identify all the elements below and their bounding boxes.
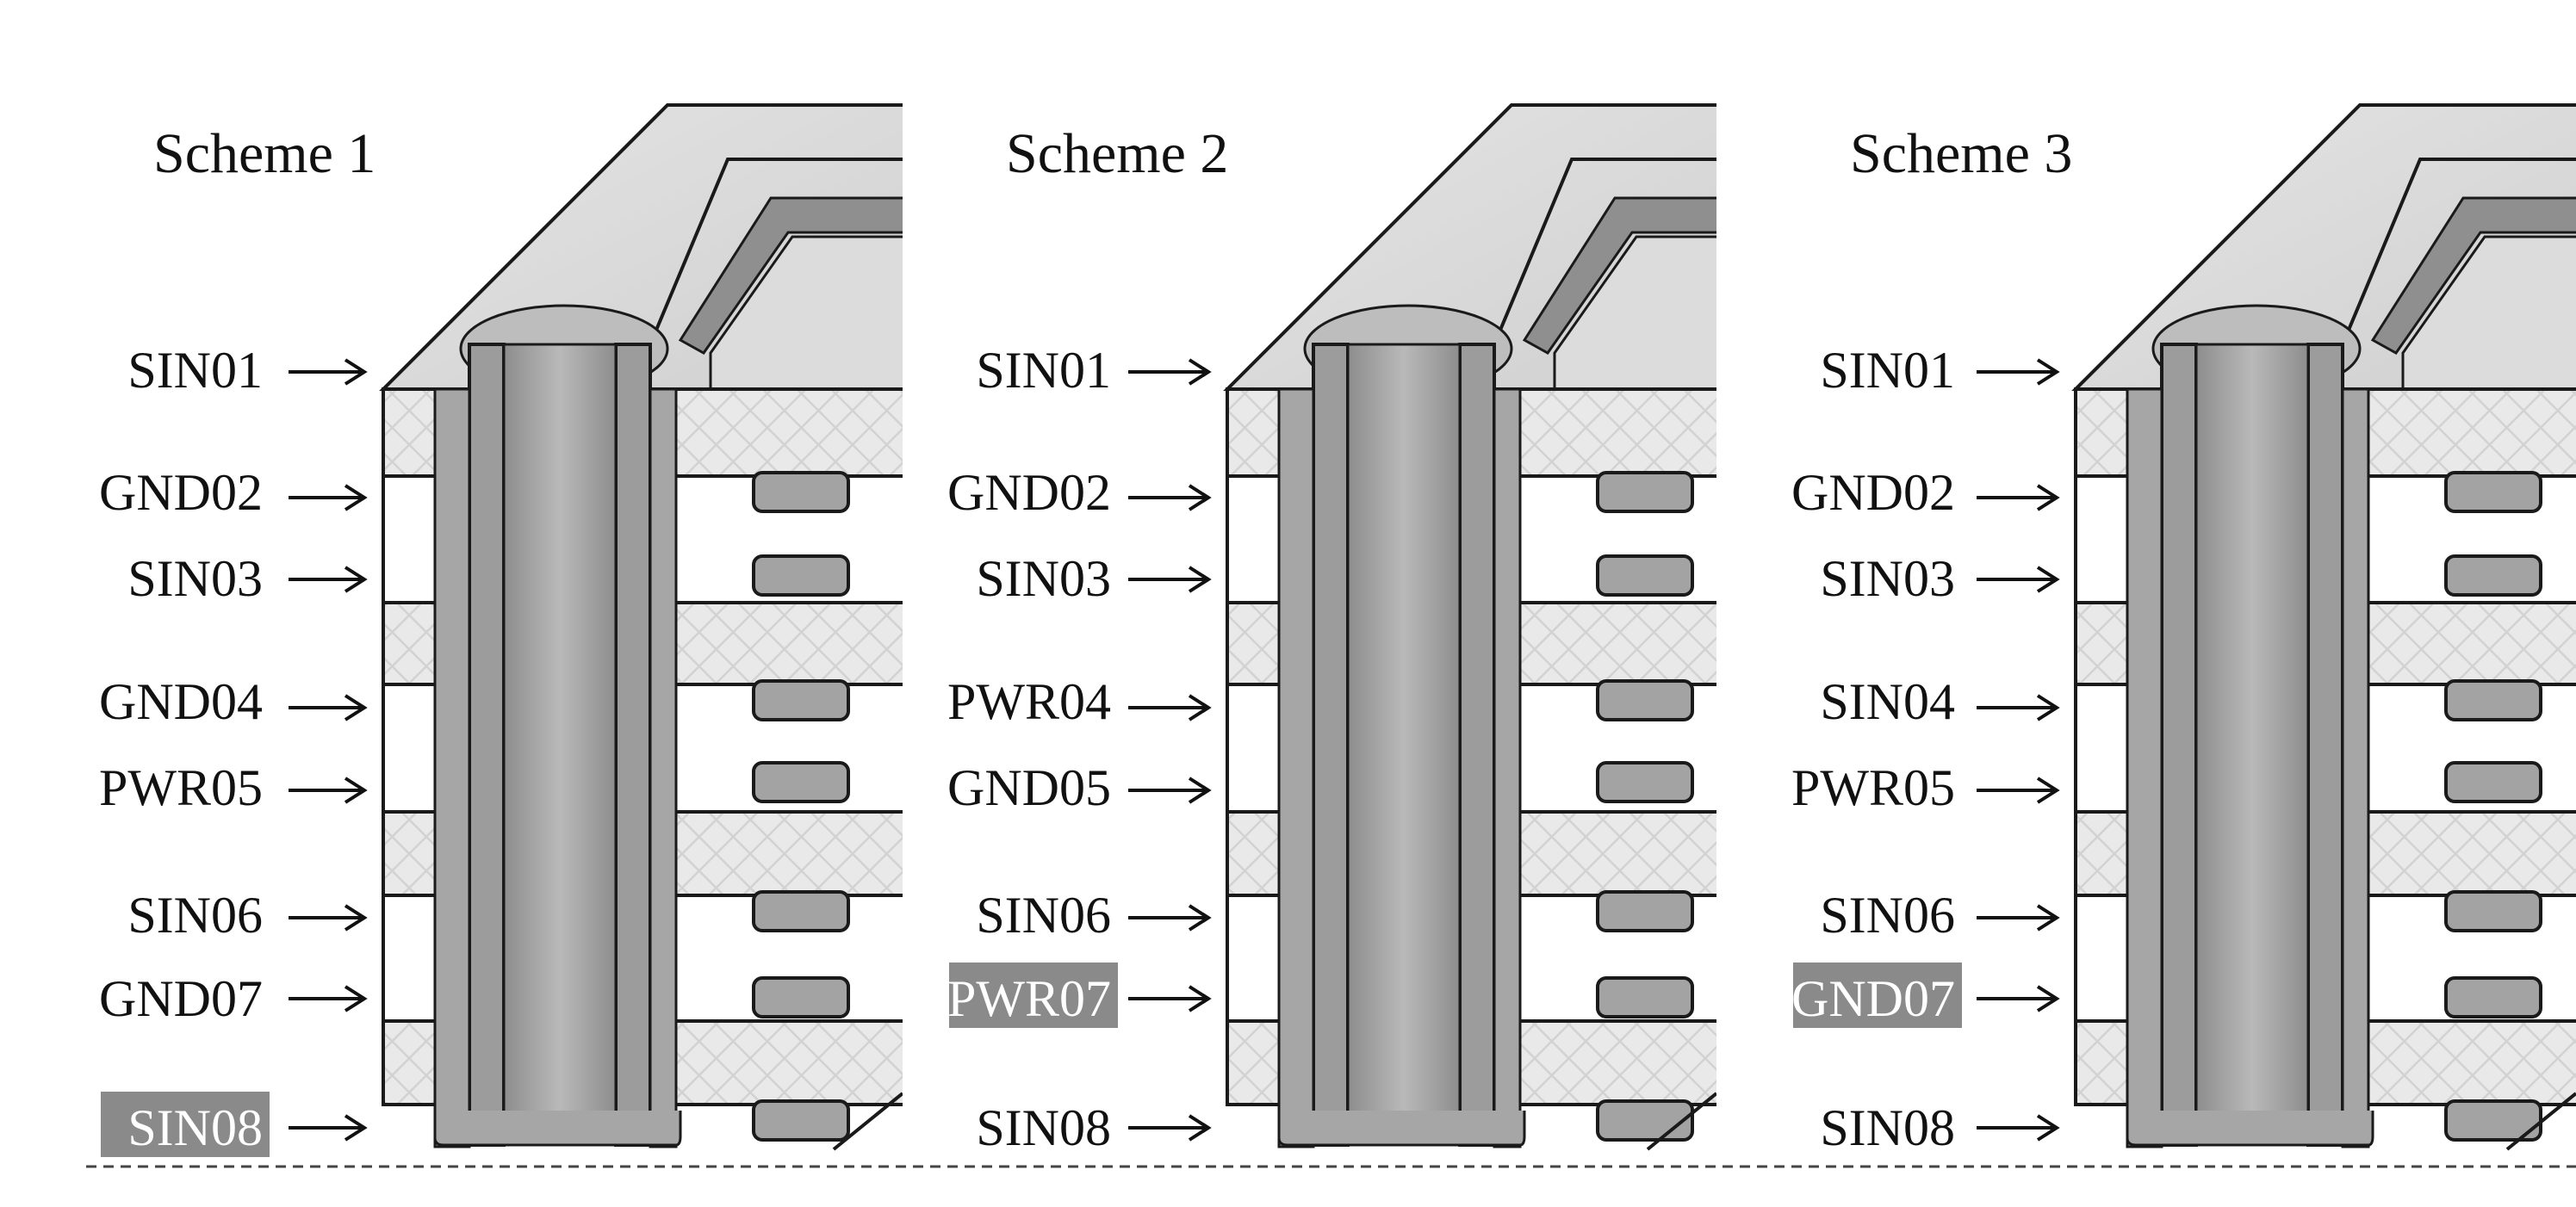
scheme-title: Scheme 2	[1006, 122, 1228, 185]
arrow-head	[2036, 484, 2060, 511]
layer-label: SIN08	[976, 1099, 1111, 1156]
trace-pad	[752, 554, 850, 597]
layer-label: SIN03	[127, 550, 263, 607]
layer-label: PWR04	[947, 673, 1111, 730]
highlight-box	[101, 1092, 270, 1157]
via-ring-channel	[678, 196, 903, 355]
highlight-box	[1793, 963, 1962, 1028]
trace-pad	[752, 679, 850, 721]
arrow-head	[1188, 904, 1212, 932]
trace-pad	[1596, 679, 1694, 721]
pcb-cross-section	[379, 103, 903, 1151]
layer-label: PWR05	[1791, 759, 1955, 816]
arrow-head	[344, 777, 368, 804]
arrow-head	[1188, 694, 1212, 721]
pcb-cross-section	[1223, 103, 1716, 1151]
via-wall-left	[468, 343, 506, 1147]
highlight-box	[949, 963, 1118, 1028]
layer-label: SIN01	[976, 342, 1111, 399]
layer-label: GND02	[947, 464, 1111, 521]
arrow-head	[2036, 1114, 2060, 1142]
arrow-head	[344, 484, 368, 511]
trace-pad	[2444, 761, 2542, 803]
arrow-head	[1188, 566, 1212, 593]
trace-pad	[2444, 554, 2542, 597]
via-wall-right	[1458, 343, 1496, 1147]
via-wall-right	[614, 343, 652, 1147]
arrow-head	[2036, 904, 2060, 932]
via-wall-left	[1312, 343, 1350, 1147]
scheme-panel-2: Scheme 2 SIN01GND02SIN03PWR04GND05SIN06PW…	[947, 103, 1716, 1156]
pcb-cross-section	[2071, 103, 2576, 1151]
layer-label: SIN06	[127, 887, 263, 944]
layer-label: PWR07	[947, 970, 1111, 1027]
arrow-head	[1188, 484, 1212, 511]
layer-label: SIN03	[976, 550, 1111, 607]
layer-label: SIN01	[127, 342, 263, 399]
via-wall-left	[2160, 343, 2198, 1147]
trace-pad	[1596, 1099, 1694, 1142]
arrow-head	[1188, 985, 1212, 1012]
layer-label: PWR05	[99, 759, 263, 816]
trace-pad	[752, 890, 850, 932]
trace-pad	[752, 1099, 850, 1142]
arrow-head	[344, 985, 368, 1012]
layer-label: GND05	[947, 759, 1111, 816]
arrow-head	[344, 694, 368, 721]
trace-pad	[1596, 761, 1694, 803]
trace-pad	[1596, 890, 1694, 932]
layer-label: GND04	[99, 673, 263, 730]
scheme-panel-1: Scheme 1 SIN01GND02SIN03GND04PWR05SIN06GN…	[99, 103, 903, 1157]
via-barrel	[1346, 343, 1462, 1142]
arrow-head	[344, 1114, 368, 1142]
trace-pad	[2444, 976, 2542, 1018]
scheme-panel-3: Scheme 3 SIN01GND02SIN03SIN04PWR05SIN06GN…	[1791, 103, 2576, 1156]
arrow-head	[1188, 1114, 1212, 1142]
layer-label: SIN06	[1820, 887, 1955, 944]
arrow-head	[2036, 694, 2060, 721]
via-wall-right	[2306, 343, 2344, 1147]
trace-pad	[1596, 976, 1694, 1018]
trace-pad	[1596, 471, 1694, 513]
layer-label: SIN08	[1820, 1099, 1955, 1156]
layer-label: SIN08	[127, 1099, 263, 1156]
arrow-head	[2036, 358, 2060, 386]
layer-label: GND07	[99, 970, 263, 1027]
layer-label: SIN01	[1820, 342, 1955, 399]
trace-pad	[2444, 471, 2542, 513]
layer-label: SIN04	[1820, 673, 1955, 730]
via-barrel	[502, 343, 618, 1142]
trace-pad	[2444, 890, 2542, 932]
layer-label: SIN06	[976, 887, 1111, 944]
scheme-title: Scheme 3	[1850, 122, 2072, 185]
arrow-head	[344, 358, 368, 386]
via-ring-channel	[2370, 196, 2576, 355]
arrow-head	[2036, 777, 2060, 804]
arrow-head	[2036, 566, 2060, 593]
arrow-head	[344, 566, 368, 593]
arrow-head	[1188, 358, 1212, 386]
trace-pad	[1596, 554, 1694, 597]
layer-label: GND02	[1791, 464, 1955, 521]
trace-pad	[2444, 679, 2542, 721]
trace-pad	[752, 976, 850, 1018]
via-ring-channel	[1522, 196, 1716, 355]
arrow-head	[344, 904, 368, 932]
scheme-title: Scheme 1	[153, 122, 376, 185]
trace-pad	[752, 471, 850, 513]
arrow-head	[1188, 777, 1212, 804]
via-barrel	[2194, 343, 2310, 1142]
trace-pad	[752, 761, 850, 803]
layer-label: SIN03	[1820, 550, 1955, 607]
arrow-head	[2036, 985, 2060, 1012]
layer-label: GND07	[1791, 970, 1955, 1027]
layer-label: GND02	[99, 464, 263, 521]
